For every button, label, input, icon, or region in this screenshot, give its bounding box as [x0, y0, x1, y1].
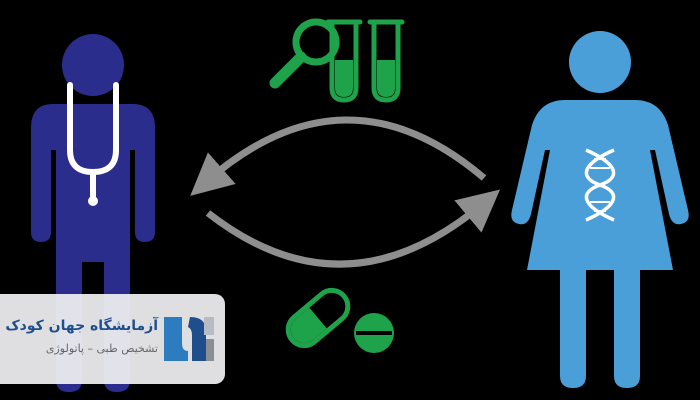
- test-tube-icon: [367, 19, 405, 103]
- arrow-to-doctor: [190, 116, 487, 196]
- dna-icon: [584, 148, 616, 222]
- doctor-head: [62, 34, 124, 96]
- capsule-icon: [285, 287, 351, 349]
- test-tube-icon: [325, 19, 363, 103]
- logo-mark-icon: [164, 317, 214, 361]
- logo-tagline: تشخیص طبی – پاتولوژی: [45, 342, 158, 355]
- magnifier-icon: [269, 18, 340, 89]
- patient-figure: [511, 31, 689, 388]
- patient-body: [511, 100, 689, 388]
- logo-panel: آزمایشگاه جهان کودک تشخیص طبی – پاتولوژی: [0, 294, 225, 384]
- tablet-icon: [354, 313, 394, 353]
- patient-head: [569, 31, 631, 93]
- arrow-to-patient: [205, 189, 501, 268]
- logo-name: آزمایشگاه جهان کودک: [5, 318, 158, 334]
- stethoscope-icon: [67, 82, 119, 206]
